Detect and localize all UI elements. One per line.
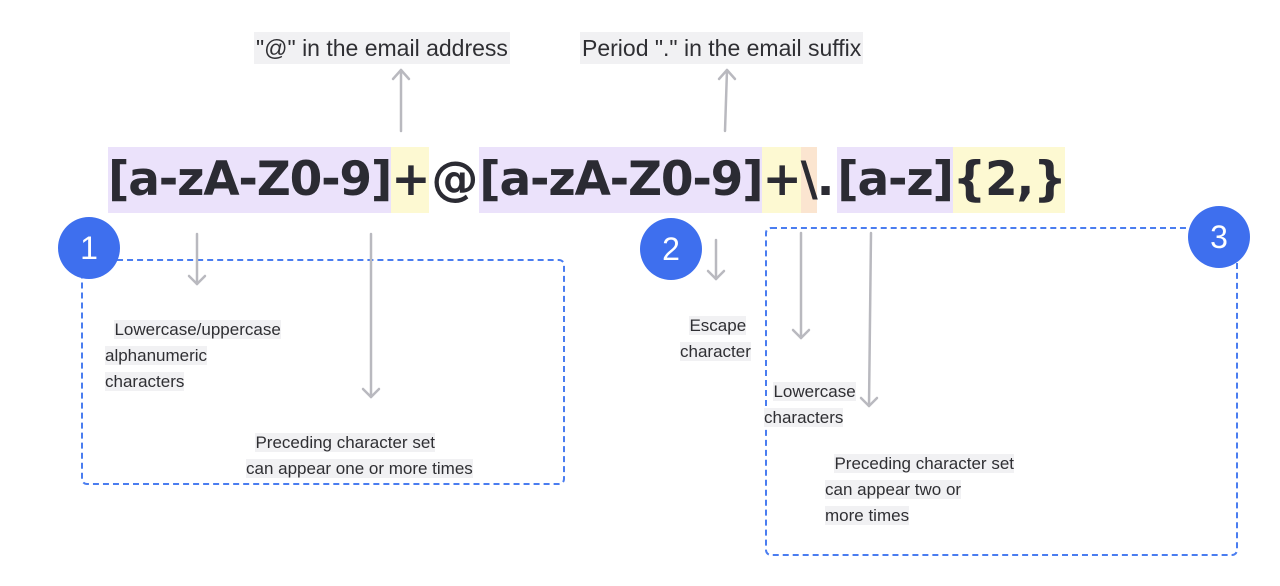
annotation-alphanumeric: Lowercase/uppercase alphanumeric charact…: [105, 291, 281, 395]
regex-segment-plus: +: [391, 147, 431, 213]
step-badge-3: 3: [1188, 206, 1250, 268]
step-badge-2: 2: [640, 218, 702, 280]
regex-segment-plus: +: [762, 147, 802, 213]
regex-segment-lowercase: [a-z]: [837, 147, 954, 213]
annotation-text: Escape character: [680, 316, 751, 361]
annotation-escape: Escape character: [680, 287, 751, 365]
regex-expression: [a-zA-Z0-9] + @ [a-zA-Z0-9] + \ . [a-z] …: [108, 147, 1067, 213]
annotation-two-or-more: Preceding character set can appear two o…: [825, 425, 1014, 529]
annotation-lowercase: Lowercase characters: [764, 353, 856, 431]
annotation-text: Preceding character set can appear one o…: [246, 433, 473, 478]
arrow-down-icon: [791, 231, 811, 340]
group-box-1: [81, 259, 565, 485]
regex-segment-backslash: \: [800, 147, 818, 213]
group-box-3: [765, 227, 1238, 556]
regex-segment-at: @: [431, 152, 478, 207]
annotation-text: Preceding character set can appear two o…: [825, 454, 1014, 525]
arrow-down-icon: [706, 238, 726, 281]
period-label: Period "." in the email suffix: [580, 32, 864, 64]
regex-segment-charset: [a-zA-Z0-9]: [108, 147, 392, 213]
annotation-text: Lowercase characters: [764, 382, 856, 427]
arrow-up-icon: [391, 68, 411, 133]
step-badge-1: 1: [58, 217, 120, 279]
regex-segment-quantifier: {2,}: [952, 147, 1067, 213]
arrow-down-icon: [361, 232, 381, 399]
annotation-one-or-more: Preceding character set can appear one o…: [246, 404, 473, 482]
regex-segment-charset: [a-zA-Z0-9]: [479, 147, 764, 213]
arrow-down-icon: [187, 232, 207, 286]
arrow-up-icon: [717, 68, 737, 133]
annotation-text: Lowercase/uppercase alphanumeric charact…: [105, 320, 281, 391]
regex-segment-dot: .: [816, 152, 835, 207]
at-sign-label: "@" in the email address: [254, 32, 510, 64]
arrow-down-icon: [859, 231, 879, 408]
